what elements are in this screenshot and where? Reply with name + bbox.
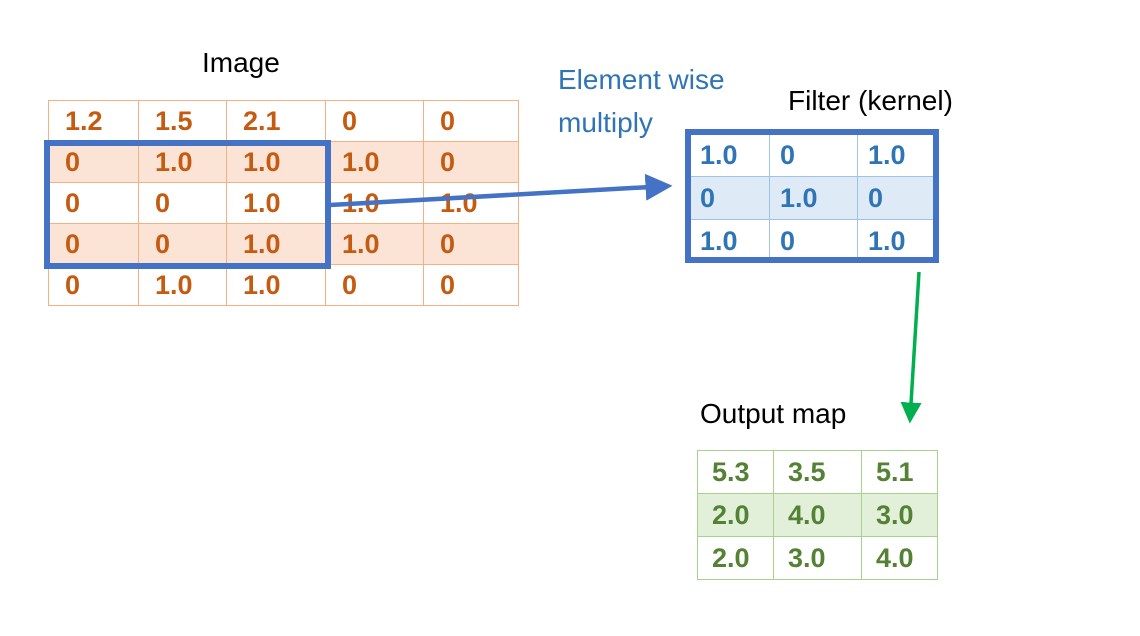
image-cell: 1.0: [138, 264, 227, 306]
output-cell: 4.0: [861, 536, 938, 580]
image-cell: 2.1: [226, 100, 326, 142]
filter-row: 1.0 0 1.0: [689, 219, 936, 263]
filter-cell: 0: [769, 133, 858, 177]
output-cell: 3.0: [861, 493, 938, 537]
filter-cell: 0: [689, 176, 770, 220]
filter-cell: 1.0: [857, 133, 936, 177]
image-row: 0 0 1.0 1.0 1.0: [48, 182, 519, 224]
operation-label-line2: multiply: [558, 107, 653, 138]
image-cell: 1.0: [325, 141, 424, 183]
output-cell: 5.3: [697, 450, 774, 494]
output-cell: 3.0: [773, 536, 862, 580]
image-cell: 1.0: [325, 182, 424, 224]
filter-title: Filter (kernel): [788, 85, 953, 116]
filter-cell: 0: [857, 176, 936, 220]
image-cell: 0: [423, 264, 519, 306]
image-cell: 1.0: [226, 223, 326, 265]
image-cell: 1.0: [423, 182, 519, 224]
image-cell: 1.0: [226, 264, 326, 306]
image-cell: 1.0: [325, 223, 424, 265]
filter-cell: 1.0: [689, 133, 770, 177]
output-cell: 3.5: [773, 450, 862, 494]
output-row: 2.0 4.0 3.0: [697, 493, 938, 537]
image-row: 0 1.0 1.0 1.0 0: [48, 141, 519, 183]
image-cell: 1.5: [138, 100, 227, 142]
image-cell: 0: [48, 223, 139, 265]
image-cell: 0: [325, 100, 424, 142]
image-cell: 0: [423, 100, 519, 142]
image-cell: 1.2: [48, 100, 139, 142]
filter-cell: 0: [769, 219, 858, 263]
image-cell: 0: [423, 141, 519, 183]
filter-cell: 1.0: [689, 219, 770, 263]
image-cell: 1.0: [226, 182, 326, 224]
output-row: 2.0 3.0 4.0: [697, 536, 938, 580]
image-cell: 0: [325, 264, 424, 306]
arrow-to-output: [900, 271, 922, 424]
image-cell: 0: [48, 141, 139, 183]
image-cell: 0: [138, 182, 227, 224]
filter-row: 0 1.0 0: [689, 176, 936, 220]
image-cell: 0: [423, 223, 519, 265]
image-cell: 0: [48, 182, 139, 224]
image-grid: 1.2 1.5 2.1 0 0 0 1.0 1.0 1.0 0 0 0 1.0 …: [48, 100, 519, 306]
output-grid: 5.3 3.5 5.1 2.0 4.0 3.0 2.0 3.0 4.0: [697, 450, 938, 580]
image-cell: 0: [138, 223, 227, 265]
output-row: 5.3 3.5 5.1: [697, 450, 938, 494]
image-cell: 1.0: [226, 141, 326, 183]
filter-cell: 1.0: [769, 176, 858, 220]
image-row: 0 0 1.0 1.0 0: [48, 223, 519, 265]
image-cell: 1.0: [138, 141, 227, 183]
output-cell: 5.1: [861, 450, 938, 494]
image-row: 1.2 1.5 2.1 0 0: [48, 100, 519, 142]
output-cell: 4.0: [773, 493, 862, 537]
filter-grid: 1.0 0 1.0 0 1.0 0 1.0 0 1.0: [689, 133, 936, 263]
output-title: Output map: [700, 398, 847, 429]
output-cell: 2.0: [697, 493, 774, 537]
filter-cell: 1.0: [857, 219, 936, 263]
filter-row: 1.0 0 1.0: [689, 133, 936, 177]
image-cell: 0: [48, 264, 139, 306]
image-title: Image: [202, 47, 280, 78]
image-row: 0 1.0 1.0 0 0: [48, 264, 519, 306]
output-cell: 2.0: [697, 536, 774, 580]
operation-label-line1: Element wise: [558, 64, 725, 95]
